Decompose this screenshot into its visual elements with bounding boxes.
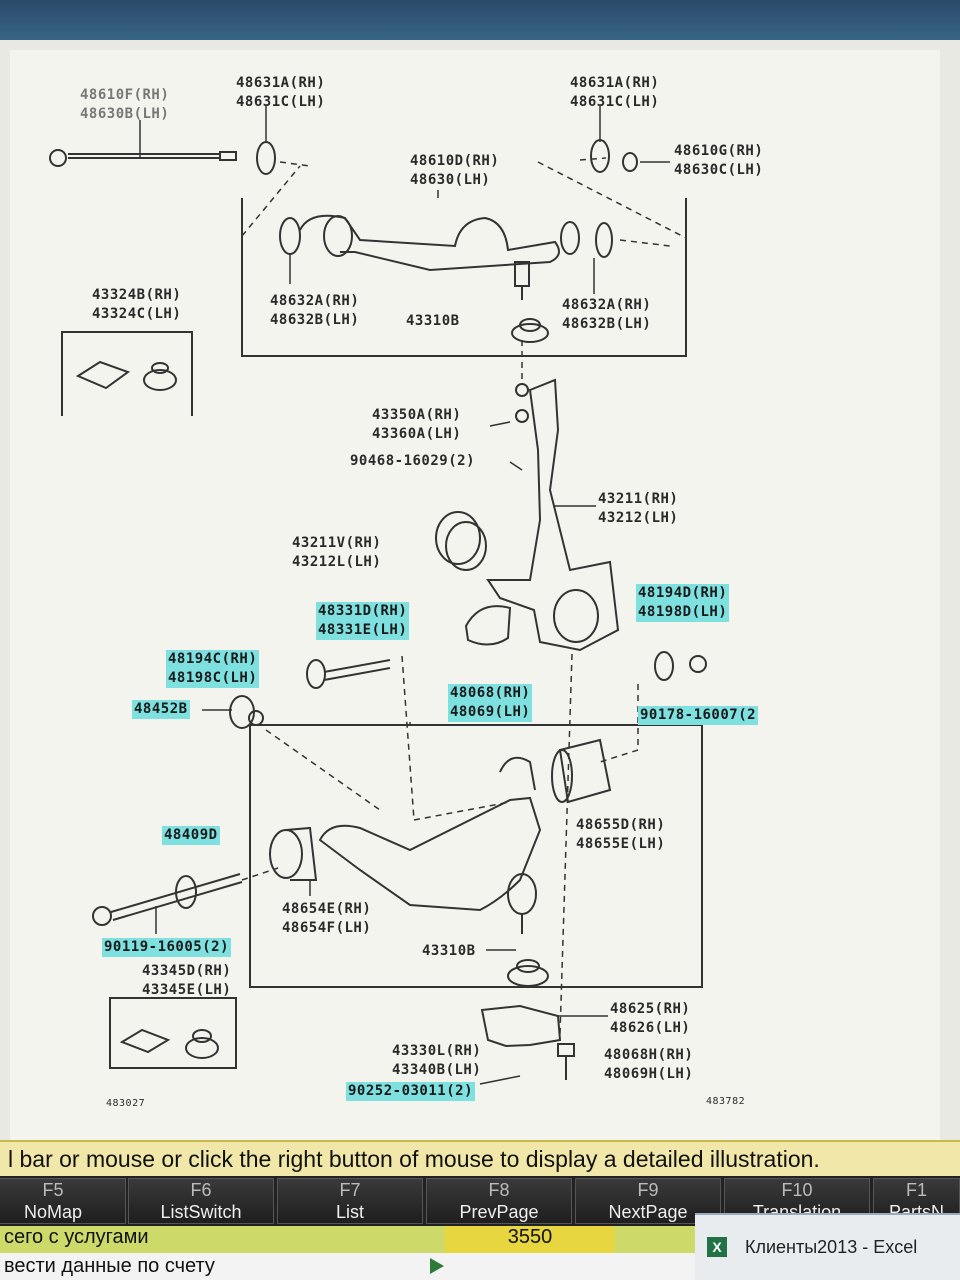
parts-illustration[interactable]: 48610F(RH) 48630B(LH) 48631A(RH) 48631C(… <box>10 50 940 1140</box>
excel-enter-data-row[interactable]: вести данные по счету <box>0 1253 700 1280</box>
excel-enter-data-label: вести данные по счету <box>4 1255 215 1277</box>
illustration-code-left: 483027 <box>106 1098 146 1109</box>
part-label-43350A[interactable]: 43350A(RH) 43360A(LH) <box>372 407 462 442</box>
part-label-48631A-left[interactable]: 48631A(RH) 48631C(LH) <box>236 75 326 110</box>
fkey-label: ListSwitch <box>160 1202 242 1222</box>
part-label-90468[interactable]: 90468-16029(2) <box>350 453 476 469</box>
part-label-48632-left[interactable]: 48632A(RH) 48632B(LH) <box>270 293 360 328</box>
fkey-code: F10 <box>781 1180 813 1200</box>
status-message-bar: l bar or mouse or click the right button… <box>0 1140 960 1178</box>
parts-catalog-screen: 48610F(RH) 48630B(LH) 48631A(RH) 48631C(… <box>0 40 960 1140</box>
fkey-code: F8 <box>488 1180 510 1200</box>
part-label-48610F[interactable]: 48610F(RH) 48630B(LH) <box>80 87 170 122</box>
excel-total-row[interactable]: сего с услугами 3550 <box>0 1226 700 1253</box>
fkey-code: F5 <box>42 1180 64 1200</box>
part-label-48632-right[interactable]: 48632A(RH) 48632B(LH) <box>562 297 652 332</box>
part-label-48331D[interactable]: 48331D(RH) 48331E(LH) <box>316 602 410 640</box>
excel-total-label: сего с услугами <box>4 1226 149 1248</box>
status-message: l bar or mouse or click the right button… <box>8 1146 820 1172</box>
fkey-code: F7 <box>339 1180 361 1200</box>
part-label-48610D[interactable]: 48610D(RH) 48630(LH) <box>410 153 500 188</box>
part-label-48194D[interactable]: 48194D(RH) 48198D(LH) <box>636 584 730 622</box>
part-label-43345D[interactable]: 43345D(RH) 43345E(LH) <box>142 963 232 998</box>
part-label-90252[interactable]: 90252-03011(2) <box>346 1082 476 1101</box>
taskbar-window-title: Клиенты2013 - Excel <box>745 1237 918 1257</box>
fkey-label: PrevPage <box>459 1202 539 1222</box>
fkey-code: F6 <box>190 1180 212 1200</box>
part-label-48194C[interactable]: 48194C(RH) 48198C(LH) <box>166 650 260 688</box>
fkey-code: F1 <box>905 1180 927 1200</box>
part-label-48631A-right[interactable]: 48631A(RH) 48631C(LH) <box>570 75 660 110</box>
part-label-48068[interactable]: 48068(RH) 48069(LH) <box>448 684 533 722</box>
fkey-label: NoMap <box>23 1202 83 1222</box>
part-label-43330L[interactable]: 43330L(RH) 43340B(LH) <box>392 1043 482 1078</box>
suspension-exploded-diagram <box>49 106 707 1085</box>
fkey-code: F9 <box>637 1180 659 1200</box>
excel-icon: X <box>707 1237 727 1257</box>
part-label-43324B[interactable]: 43324B(RH) 43324C(LH) <box>92 287 182 322</box>
part-label-43310B-top[interactable]: 43310B <box>406 313 460 329</box>
fkey-label: NextPage <box>608 1202 688 1222</box>
part-label-43211V[interactable]: 43211V(RH) 43212L(LH) <box>292 535 382 570</box>
excel-total-value[interactable]: 3550 <box>445 1226 615 1253</box>
part-label-43310B-bottom[interactable]: 43310B <box>422 943 476 959</box>
part-label-90178[interactable]: 90178-16007(2 <box>638 706 759 725</box>
part-label-48654E[interactable]: 48654E(RH) 48654F(LH) <box>282 901 372 936</box>
part-label-48610G[interactable]: 48610G(RH) 48630C(LH) <box>674 143 764 178</box>
illustration-code-right: 483782 <box>706 1096 746 1107</box>
part-label-48452B[interactable]: 48452B <box>132 700 190 719</box>
taskbar-excel-window[interactable]: X Клиенты2013 - Excel <box>695 1213 960 1280</box>
part-label-48655D[interactable]: 48655D(RH) 48655E(LH) <box>576 817 666 852</box>
fkey-label: List <box>335 1202 364 1222</box>
part-label-48068H[interactable]: 48068H(RH) 48069H(LH) <box>604 1047 694 1082</box>
part-label-48625[interactable]: 48625(RH) 48626(LH) <box>610 1001 691 1036</box>
part-label-43211[interactable]: 43211(RH) 43212(LH) <box>598 491 679 526</box>
part-label-90119[interactable]: 90119-16005(2) <box>102 938 232 957</box>
part-label-48409D[interactable]: 48409D <box>162 826 220 845</box>
